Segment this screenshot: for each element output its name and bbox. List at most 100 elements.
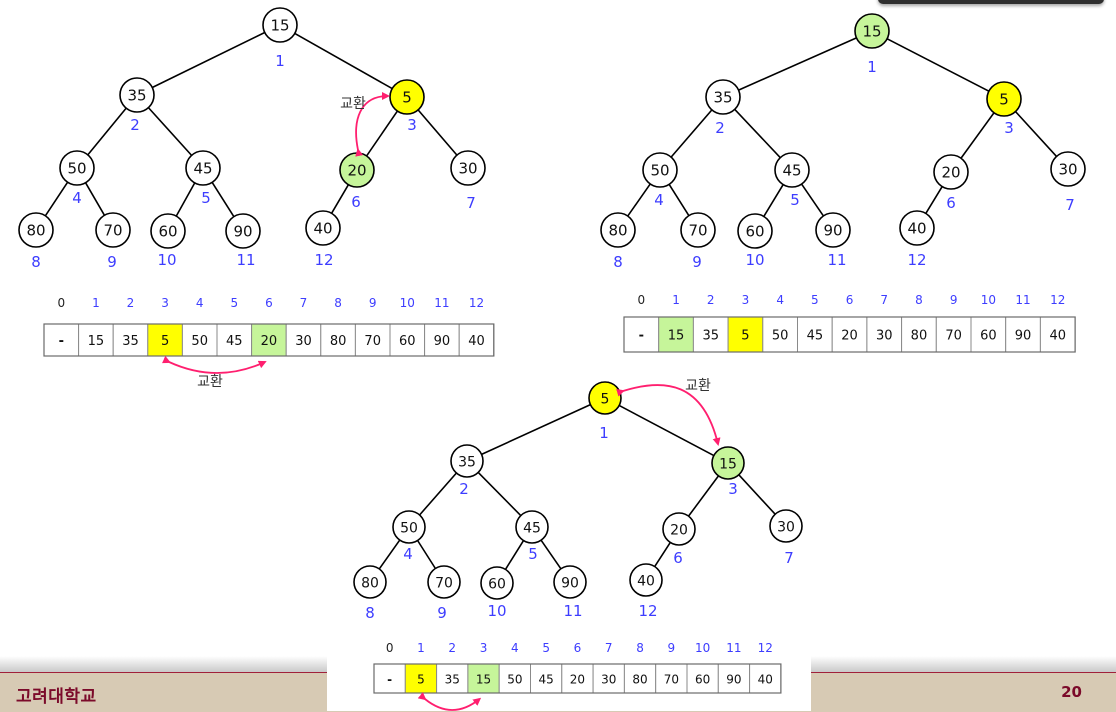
tree-edge (417, 109, 458, 156)
array-cell-value: 15 (476, 673, 491, 687)
array-index-label: 3 (480, 641, 488, 655)
heap-node: 60 (480, 566, 514, 600)
node-index-label: 9 (107, 253, 117, 271)
array-index-label: 10 (981, 293, 996, 307)
tree-edge (687, 475, 720, 517)
heap-node: 50 (642, 152, 678, 188)
node-index-label: 11 (236, 251, 255, 269)
array-cell-value: 5 (741, 329, 749, 344)
array-index-label: 6 (846, 293, 854, 307)
tree-swap-label: 교환 (340, 96, 366, 112)
tree-edge (738, 474, 776, 515)
array-cell (727, 316, 764, 353)
node-index-label: 7 (1065, 196, 1075, 214)
heap-panel-step-b: 15135253504455206307808709601090114012-0… (600, 13, 1086, 353)
heap-node: 15 (854, 13, 890, 49)
heap-node: 45 (774, 152, 810, 188)
tree-edge (418, 472, 458, 516)
node-value: 60 (488, 577, 506, 593)
heap-node: 30 (769, 509, 803, 543)
array-index-label: 0 (386, 641, 394, 655)
heap-node: 80 (353, 565, 387, 599)
node-index-label: 8 (365, 604, 375, 622)
tree-edge (763, 184, 784, 217)
tree-edge (540, 539, 562, 570)
node-circle (600, 212, 636, 248)
node-circle (119, 77, 155, 113)
heap-node: 5 (588, 381, 622, 415)
heap-node: 90 (553, 565, 587, 599)
node-circle (515, 510, 549, 544)
tree-edge (477, 471, 522, 517)
node-value: 35 (713, 89, 732, 107)
node-value: 50 (650, 162, 669, 180)
array-cell-value: 90 (434, 334, 451, 349)
heap-node: 35 (705, 79, 741, 115)
node-index-label: 12 (638, 602, 657, 620)
node-circle (774, 152, 810, 188)
heap-node: 35 (119, 77, 155, 113)
array-index-label: 12 (469, 296, 484, 310)
tree-edge (365, 110, 399, 157)
array-cell-value: 45 (539, 673, 554, 687)
heap-node: 30 (450, 150, 486, 186)
heap-node: 45 (515, 510, 549, 544)
array-cell-value: 30 (876, 329, 893, 344)
array-index-label: 11 (434, 296, 449, 310)
tree-edge (481, 403, 591, 456)
array-index-label: 7 (605, 641, 613, 655)
array-index-label: 2 (127, 296, 135, 310)
node-index-label: 11 (563, 602, 582, 620)
array-index-label: 5 (811, 293, 819, 307)
tree-swap-arrow (355, 92, 390, 157)
heap-node: 90 (225, 213, 261, 249)
node-circle (59, 150, 95, 186)
node-value: 60 (745, 223, 764, 241)
array-cell-value: 5 (161, 334, 169, 349)
array-index-label: 9 (369, 296, 377, 310)
tree-swap-label: 교환 (685, 378, 711, 394)
node-value: 20 (347, 162, 366, 180)
node-index-label: 3 (728, 480, 738, 498)
heap-node: 20 (933, 154, 969, 190)
array-cell (498, 663, 532, 694)
array-index-label: 4 (196, 296, 204, 310)
tree-swap-arrow (616, 384, 721, 446)
array-cell-value: 45 (226, 334, 243, 349)
array-index-label: 2 (448, 641, 456, 655)
array-cell (530, 663, 563, 694)
node-index-label: 12 (314, 251, 333, 269)
node-value: 20 (670, 523, 688, 539)
array-cell-value: 30 (601, 673, 616, 687)
array-cell-value: 35 (445, 673, 460, 687)
node-circle (705, 79, 741, 115)
array-cell-value: 70 (945, 329, 962, 344)
node-value: 15 (719, 457, 737, 473)
node-index-label: 6 (946, 194, 956, 212)
node-value: 80 (26, 222, 45, 240)
array-cell-value: - (639, 329, 644, 344)
array-index-label: 12 (1050, 293, 1065, 307)
tree-edge (618, 404, 715, 457)
array-cell (404, 663, 438, 694)
node-value: 5 (402, 89, 412, 107)
array-cell (655, 663, 688, 694)
array-cell-value: 35 (702, 329, 719, 344)
heap-node: 30 (1050, 151, 1086, 187)
tree-edge (330, 184, 350, 214)
array-index-label: 4 (776, 293, 784, 307)
array-cell-value: 45 (807, 329, 824, 344)
array-cell (424, 323, 460, 357)
array-border (43, 323, 495, 357)
array-index-label: 8 (334, 296, 342, 310)
tree-edge (504, 540, 525, 570)
node-index-label: 4 (72, 189, 82, 207)
array-cell-value: 30 (295, 334, 312, 349)
heap-node: 40 (305, 210, 341, 246)
tree-edge (87, 107, 127, 156)
array-cell-value: 90 (726, 673, 741, 687)
tree-edge (960, 112, 995, 159)
array-cell (43, 323, 80, 357)
array-cell-value: 90 (1015, 329, 1032, 344)
